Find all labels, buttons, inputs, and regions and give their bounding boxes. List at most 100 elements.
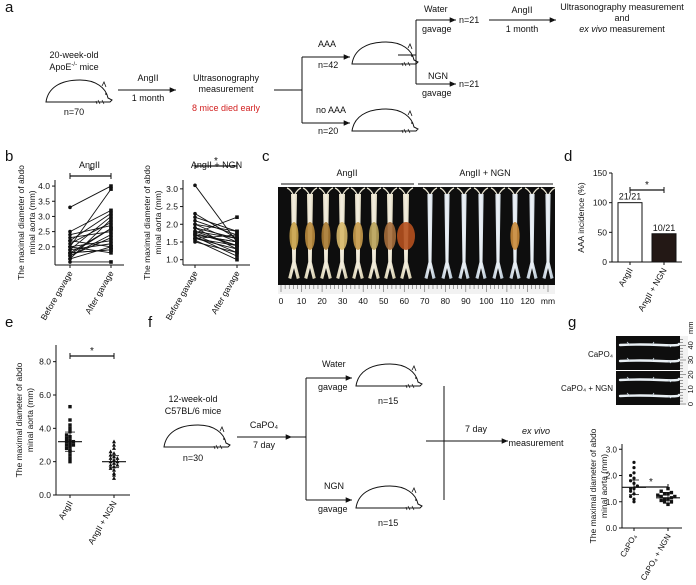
c-group1-label: AngII [336,168,357,178]
aorta-specimen [618,358,681,363]
pair-line [194,216,238,234]
a-start-line2: ApoE-/- mice [49,62,98,72]
f-start-n: n=30 [183,453,203,463]
chart-title: AngII [79,160,100,170]
f-ngn-n: n=15 [378,518,398,528]
aorta-branch [507,187,523,195]
g-ruler [680,336,688,405]
ruler-label: 90 [461,296,471,306]
aneurysm-bulge [336,222,348,250]
data-point-before [68,257,72,261]
data-point [659,498,663,503]
mouse-icon [351,41,419,67]
data-point [632,497,636,501]
data-point [112,442,116,447]
significance-marker: * [645,180,649,191]
aneurysm-bulge [321,222,331,250]
y-tick-label: 4.0 [38,181,50,191]
data-point-before [68,244,72,249]
g-ruler-ticks [680,339,686,405]
chart-title: AngII + NGN [191,160,242,170]
data-point-after [109,220,113,225]
pair-line [69,243,112,251]
data-point-after [109,235,113,240]
aneurysm-bulge [510,222,520,250]
f-water-line2: gavage [318,382,348,392]
y-axis-label: The maximal diameter of abdominal aorta … [14,362,35,477]
data-point-before [68,248,72,252]
x-tick-label: Before gavage [163,269,199,322]
ruler-label: 0 [686,402,695,406]
pair-line [69,240,112,248]
bar [617,202,643,263]
a-arrow1-bottom: 1 month [132,93,165,103]
a-water-line1: Water [424,4,448,14]
data-point [666,502,670,507]
pair-line [69,188,112,248]
data-point-before [193,222,197,227]
mouse-icon [351,108,419,134]
y-tick-label: 50 [598,227,608,237]
data-point-after [109,184,113,188]
x-tick-label: Before gavage [38,269,74,322]
ruler-label: 20 [317,296,327,306]
data-point-before [68,232,72,237]
ruler-label: 40 [358,296,368,306]
data-point [115,456,120,460]
panel-letter-c: c [262,148,270,165]
data-point [68,418,72,422]
a-water-n: n=21 [459,15,479,25]
data-point-after [235,233,239,237]
y-axis-label: The maximal diameter of abdominal aorta … [16,165,37,280]
data-point [669,500,674,504]
f-final-line1: ex vivo [522,426,550,436]
x-tick-label: CaPO₄ + NGN [639,532,673,582]
y-tick-label: 8.0 [39,357,51,367]
data-point [112,467,116,472]
data-point [659,494,663,499]
data-point [632,500,636,504]
data-point [632,471,636,475]
x-tick-label: AngII [616,266,635,288]
ruler-label: 30 [686,356,695,364]
g-photo-capo4-ngn [616,371,680,405]
aorta-branch [456,187,472,195]
aorta-branch [626,376,672,383]
a-ultra-line1: Ultrasonography [193,73,260,83]
y-axis-label: AAA incidence (%) [576,182,586,253]
y-tick-label: 6.0 [39,390,51,400]
pair-line [69,228,112,255]
aneurysm-bulge [397,222,415,250]
data-point-after [109,217,113,222]
f-arrow1-top: CaPO₄ [250,420,279,430]
a-final-line1: Ultrasonography measurement [560,2,684,12]
data-point [632,476,636,480]
data-point [112,451,116,455]
bar [651,233,677,263]
pair-line [69,209,112,233]
aorta-branch [473,187,489,195]
y-tick-label: 2.5 [166,202,178,212]
data-point-before [68,238,72,243]
data-point-after [109,241,113,246]
data-point [629,489,633,493]
a-ngn-line2: gavage [422,88,452,98]
a-start-line1: 20-week-old [49,50,98,60]
ruler-label: 70 [420,296,430,306]
aorta-branch [350,187,366,195]
data-point [629,473,633,478]
panel-f: f 12-week-old C57BL/6 mice n=30 CaPO₄ 7 … [148,314,564,528]
data-point-before [193,231,197,235]
ruler-label: 40 [686,341,695,349]
a-final-line2: and [614,13,629,23]
x-tick-label: CaPO₄ [618,533,638,559]
aorta-branch [626,357,672,364]
data-point-before [193,211,197,216]
data-point-after [235,215,239,219]
data-point-before [68,252,72,257]
significance-marker: * [90,346,94,357]
ruler-unit: mm [541,296,555,306]
